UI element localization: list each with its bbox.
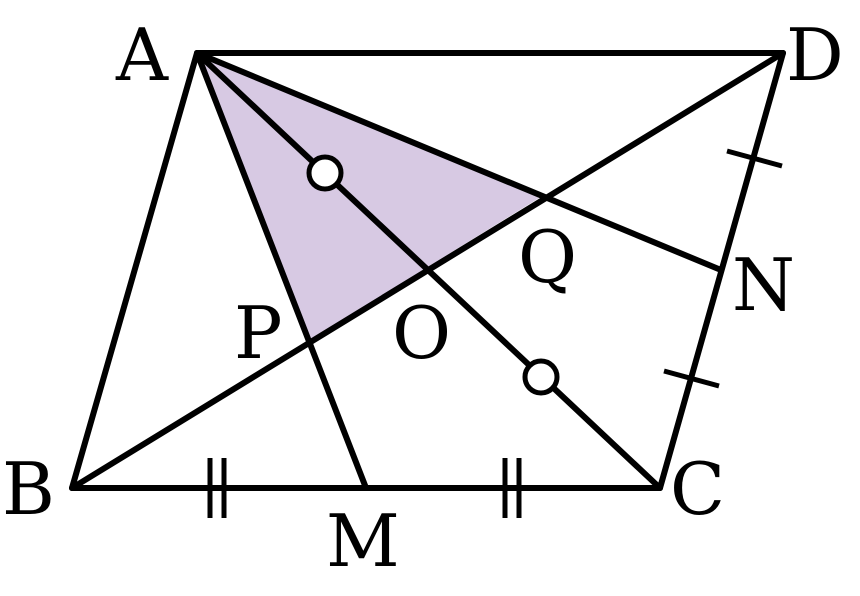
side-ab [69, 50, 200, 491]
tick-cn [663, 368, 720, 389]
double-tick-mc [502, 458, 522, 518]
label-d: D [786, 13, 844, 97]
tick-nd [726, 148, 783, 169]
double-tick-bm [207, 458, 227, 518]
circle-mark-oc [522, 358, 560, 396]
label-a: A [115, 13, 169, 97]
label-q: Q [518, 215, 577, 299]
label-c: C [670, 447, 725, 531]
segment-am [194, 50, 369, 491]
label-o: O [392, 291, 451, 375]
shaded-triangle-apq [197, 53, 544, 339]
label-m: M [326, 499, 400, 583]
segment-an [194, 50, 724, 273]
diagonal-bd [69, 50, 786, 491]
label-p: P [234, 291, 282, 375]
label-b: B [2, 447, 55, 531]
circle-mark-ao [306, 154, 344, 192]
label-n: N [732, 243, 795, 327]
